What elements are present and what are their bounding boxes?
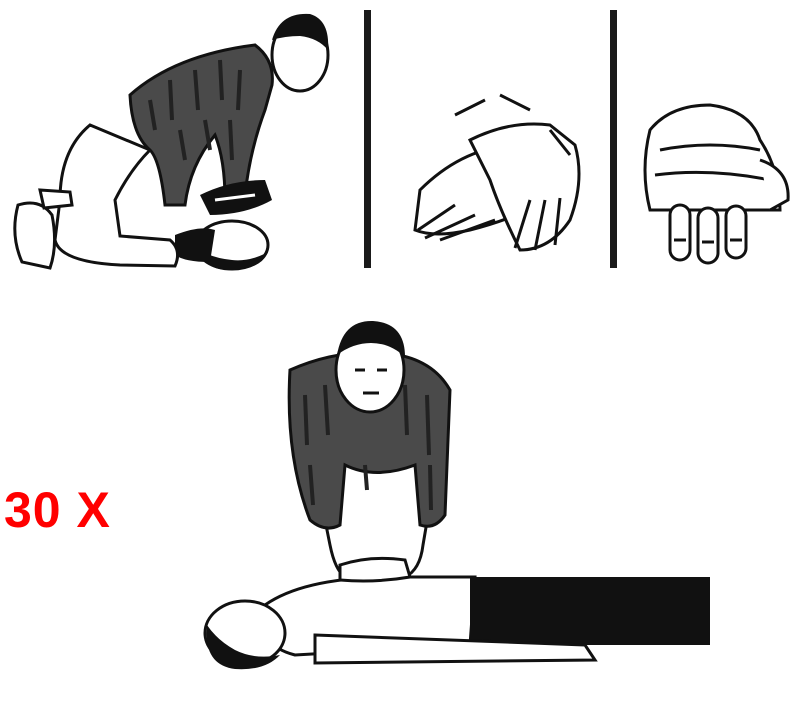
back-hand <box>645 105 780 210</box>
finger-1 <box>670 205 690 260</box>
finger-2 <box>698 208 718 263</box>
compression-hands <box>340 558 410 581</box>
rescuer-shoe-sole <box>40 190 72 208</box>
interlocked-hands-illustration <box>630 90 798 270</box>
rescuer-shoe <box>15 203 55 268</box>
panel-divider-left <box>364 10 371 268</box>
panel-divider-right <box>610 10 617 268</box>
patient-shoulder <box>175 228 215 262</box>
finger-3 <box>726 206 746 258</box>
compression-count-label: 30 X <box>4 482 111 538</box>
hand-placement-illustration <box>400 80 600 260</box>
patient-legs <box>470 577 710 645</box>
kneeling-rescuer-illustration <box>0 0 350 290</box>
chest-compression-illustration <box>195 315 715 685</box>
